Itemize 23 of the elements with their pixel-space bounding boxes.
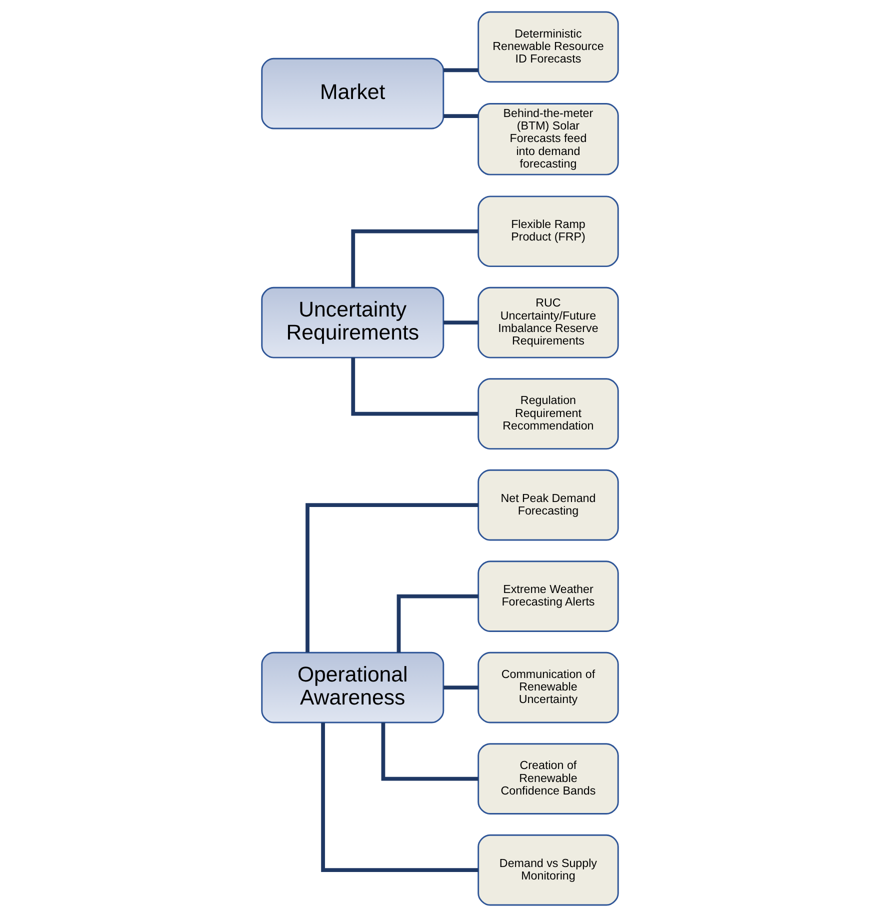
node-box: Communication of Renewable Uncertainty (478, 652, 619, 724)
node-box: Flexible Ramp Product (FRP) (478, 196, 619, 268)
node-box: Deterministic Renewable Resource ID Forecasts (478, 11, 619, 83)
node-box: Extreme Weather Forecasting Alerts (478, 560, 619, 632)
connector (306, 503, 478, 652)
connector (444, 114, 478, 118)
connector (351, 358, 478, 416)
connector (444, 68, 478, 72)
node-box: Uncertainty Requirements (261, 286, 444, 358)
node-box: Behind-the-meter (BTM) Solar Forecasts feed into demand forecasting (478, 103, 619, 176)
node-box: Creation of Renewable Confidence Bands (478, 743, 619, 814)
node-box: Demand vs Supply Monitoring (478, 834, 619, 906)
node-box: Regulation Requirement Recommendation (478, 378, 619, 450)
node-box: Market (261, 58, 444, 130)
connector (444, 686, 478, 690)
connector (444, 320, 478, 325)
connector (351, 229, 478, 288)
node-box: Operational Awareness (261, 652, 444, 724)
node-box: Net Peak Demand Forecasting (478, 469, 619, 541)
connector (396, 594, 478, 653)
connector (381, 722, 478, 781)
connector (321, 722, 478, 872)
node-box: RUC Uncertainty/Future Imbalance Reserve Requirements (478, 286, 619, 358)
